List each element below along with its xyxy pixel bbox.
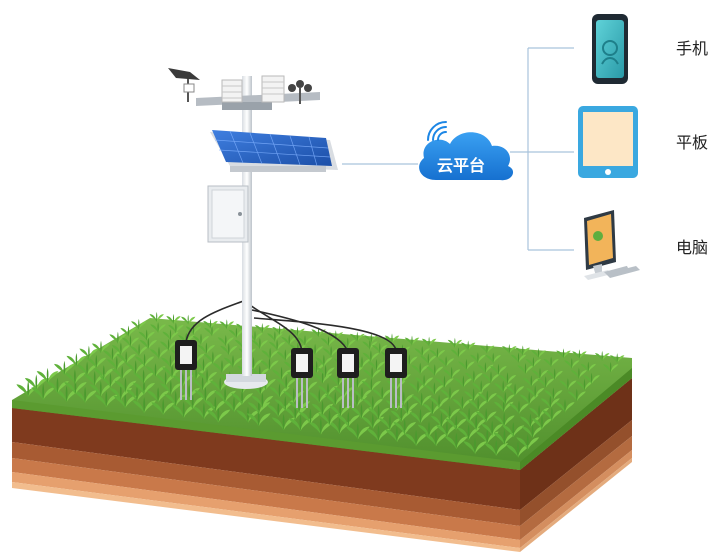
soil-sensor (175, 340, 197, 400)
anemometer (288, 80, 312, 104)
cloud-platform-label: 云平台 (437, 156, 485, 175)
wind-vane (168, 68, 200, 102)
smartphone-icon (592, 14, 628, 84)
weather-station (168, 68, 338, 389)
soil-sensors (175, 340, 407, 408)
soil-sensor (337, 348, 359, 408)
sensor-cables (185, 299, 397, 353)
device-label-tablet: 平板 (676, 133, 708, 152)
control-box (207, 185, 249, 243)
solar-panel (210, 130, 338, 172)
tablet-icon (578, 106, 638, 178)
radiation-shield (221, 75, 285, 103)
desktop-computer-icon (584, 210, 640, 280)
device-bracket (510, 47, 574, 251)
wifi-signal-icon (427, 121, 447, 141)
device-label-phone: 手机 (676, 39, 708, 58)
device-label-computer: 电脑 (676, 238, 708, 257)
cloud-icon (419, 132, 514, 181)
soil-sensor (291, 348, 313, 408)
soil-sensor (385, 348, 407, 408)
